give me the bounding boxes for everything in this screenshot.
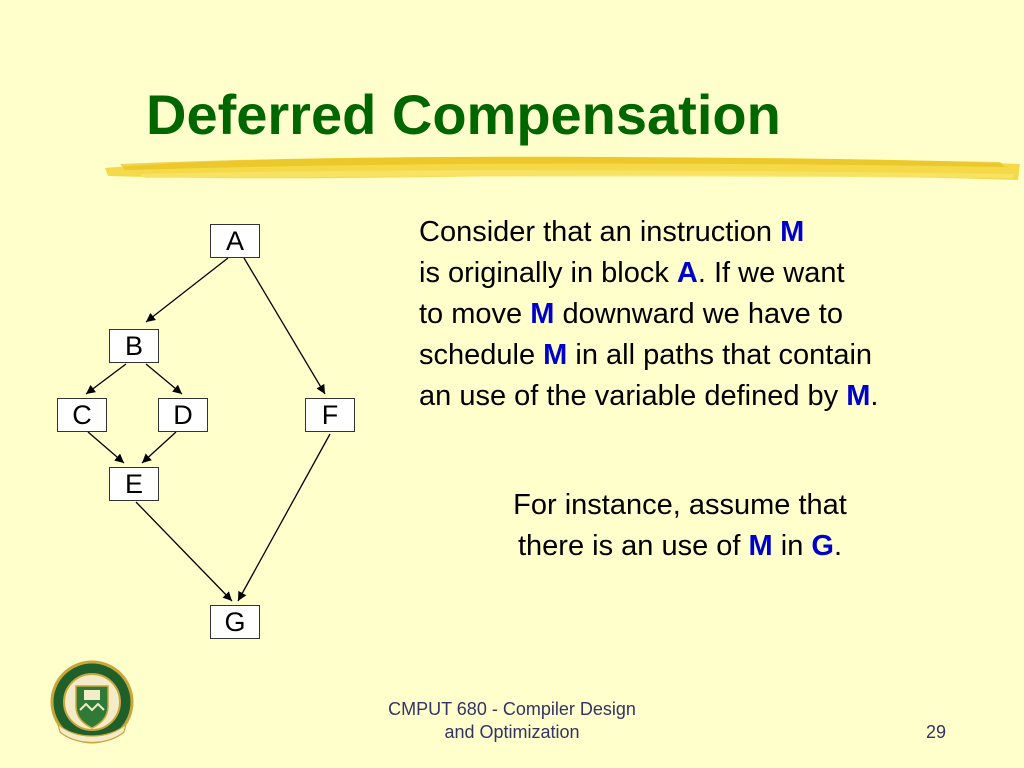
footer-course-title: CMPUT 680 - Compiler Design and Optimiza… xyxy=(388,699,636,742)
node-g: G xyxy=(210,605,260,639)
node-b: B xyxy=(109,329,159,363)
paragraph-line: to move M downward we have to xyxy=(419,298,843,330)
node-c: C xyxy=(57,398,107,432)
node-f: F xyxy=(305,398,355,432)
edge-b-c xyxy=(85,363,127,395)
paragraph-line: an use of the variable defined by M. xyxy=(419,380,879,412)
paragraph-line: For instance, assume that xyxy=(513,489,847,521)
node-a: A xyxy=(210,224,260,258)
node-e: E xyxy=(109,467,159,501)
example-paragraph: For instance, assume that there is an us… xyxy=(460,485,900,567)
title-underline-brush xyxy=(105,156,1020,180)
explanation-paragraph: Consider that an instruction M is origin… xyxy=(419,212,878,417)
edge-c-e xyxy=(87,431,125,464)
slide-title: Deferred Compensation xyxy=(146,83,781,146)
keyword-m: M xyxy=(846,380,871,412)
edge-a-f xyxy=(243,257,326,395)
paragraph-line: there is an use of M in G. xyxy=(517,530,842,562)
edge-d-e xyxy=(141,431,177,464)
keyword-a: A xyxy=(676,257,698,289)
edge-e-g xyxy=(135,501,233,602)
keyword-m: M xyxy=(530,298,555,330)
keyword-m: M xyxy=(780,216,805,248)
edge-b-d xyxy=(145,363,183,395)
keyword-g: G xyxy=(811,530,834,562)
keyword-m: M xyxy=(543,339,568,371)
edge-f-g xyxy=(237,433,331,602)
paragraph-line: Consider that an instruction M xyxy=(419,216,805,248)
page-number: 29 xyxy=(926,722,947,742)
keyword-m: M xyxy=(748,530,773,562)
paragraph-line: is originally in block A. If we want xyxy=(419,257,845,289)
node-d: D xyxy=(158,398,208,432)
paragraph-line: schedule M in all paths that contain xyxy=(419,339,873,371)
university-crest-icon xyxy=(50,660,134,744)
edge-a-b xyxy=(145,257,229,323)
